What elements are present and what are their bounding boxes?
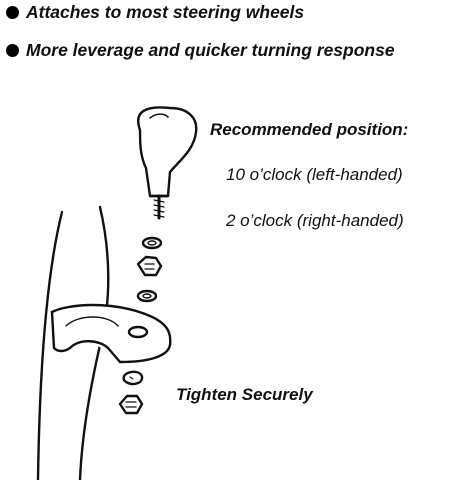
bullet-dot-icon [6,6,19,19]
lock-washer-icon [122,370,144,386]
bullet-feature-2: More leverage and quicker turning respon… [6,40,395,61]
bullet-dot-icon [6,44,19,57]
nut-icon [118,394,144,415]
washer-icon [136,289,158,303]
right-handed-position: 2 o’clock (right-handed) [226,211,404,230]
bullet-text: Attaches to most steering wheels [26,2,305,22]
left-handed-position: 10 o’clock (left-handed) [226,165,403,184]
knob-icon [137,106,198,220]
tighten-label: Tighten Securely [176,385,313,404]
bullet-feature-1: Attaches to most steering wheels [6,2,304,23]
bullet-text: More leverage and quicker turning respon… [26,40,395,60]
clamp-icon [50,303,172,364]
nut-icon [136,255,163,277]
washer-icon [141,236,163,250]
recommended-heading: Recommended position: [210,120,409,139]
